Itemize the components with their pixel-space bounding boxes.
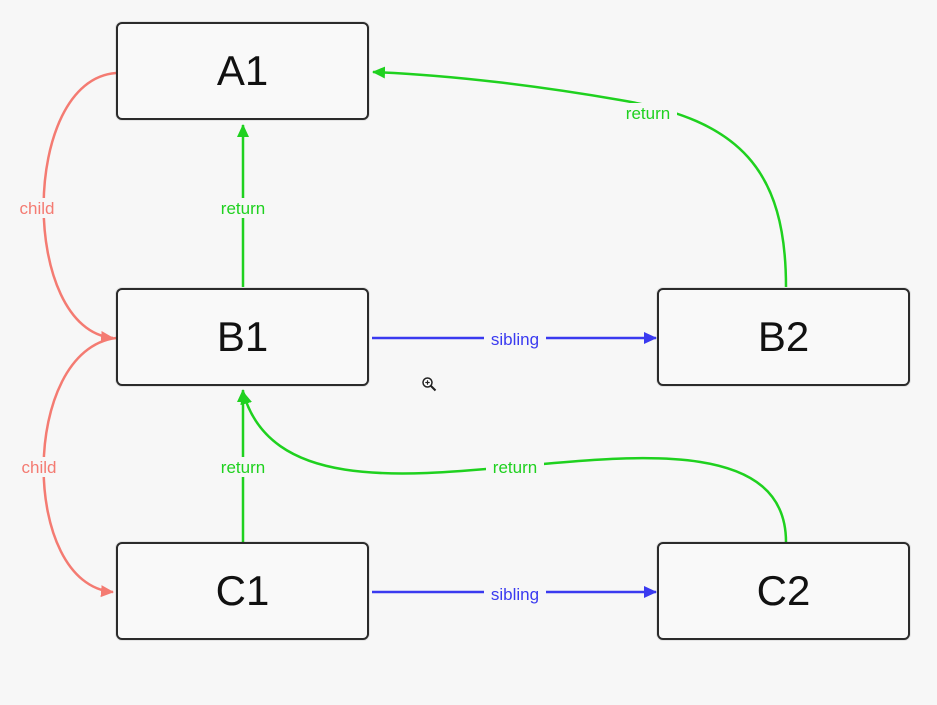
label-return-c2-b1: return (493, 458, 537, 477)
label-return-b1-a1: return (221, 199, 265, 218)
label-sibling-b1-b2: sibling (491, 330, 539, 349)
node-c2[interactable]: C2 (657, 542, 910, 640)
zoom-in-icon (422, 377, 437, 392)
label-return-b2-a1: return (626, 104, 670, 123)
node-b1[interactable]: B1 (116, 288, 369, 386)
node-a1-label: A1 (216, 47, 269, 94)
node-c2-label: C2 (756, 567, 811, 614)
node-b2[interactable]: B2 (657, 288, 910, 386)
node-b1-label: B1 (216, 313, 269, 360)
node-a1[interactable]: A1 (116, 22, 369, 120)
label-sibling-c1-c2: sibling (491, 585, 539, 604)
label-child-b1-c1: child (22, 458, 57, 477)
edge-return-b2-a1 (372, 66, 788, 288)
node-c1-label: C1 (215, 567, 270, 614)
label-child-a1-b1: child (20, 199, 55, 218)
node-b2-label: B2 (757, 313, 810, 360)
node-c1[interactable]: C1 (116, 542, 369, 640)
label-return-c1-b1: return (221, 458, 265, 477)
